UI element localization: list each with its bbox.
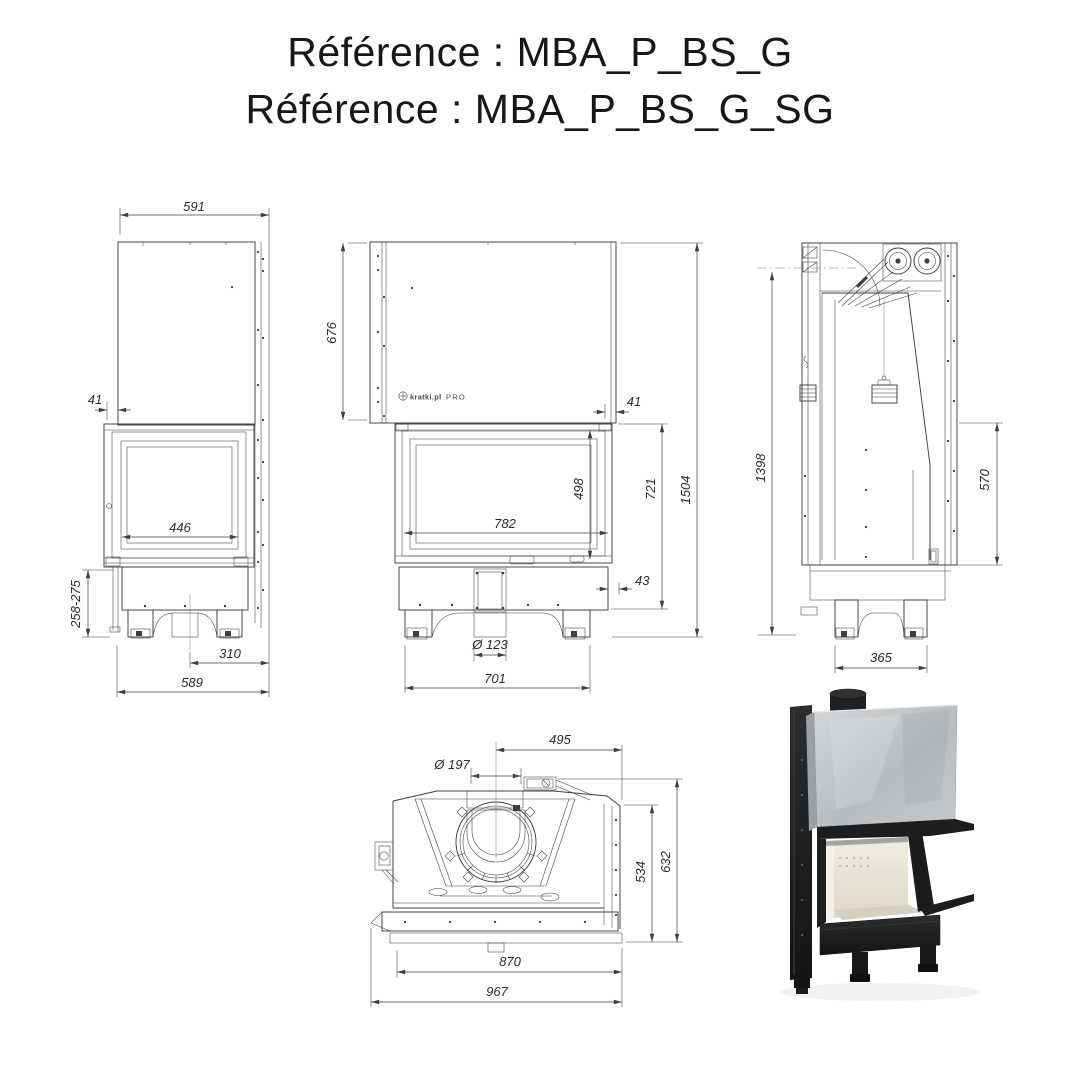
dim-body-depth: 534 [633,861,648,883]
rear-frame-column [790,705,812,994]
foot-front-left [850,974,870,982]
interior-back-wall [834,837,908,918]
dimensions-top-view: 495 Ø 197 534 632 870 967 [370,732,683,1007]
base-plinth [109,566,249,650]
dim-front-offset: 41 [88,392,102,407]
dimensions-front-view: 676 41 782 498 721 1504 43 Ø 123 701 [324,242,703,693]
dimensions-left-view: 591 41 446 258-275 310 589 [68,199,270,697]
foot-front-right [918,964,938,972]
dim-base-width: 589 [181,675,203,690]
drawing-top-view: 495 Ø 197 534 632 870 967 [370,732,683,1007]
door-latch-left [374,841,399,885]
firebox-section [799,290,941,565]
dim-glass-height: 498 [571,477,586,499]
fan-dampers [882,243,942,282]
dim-feet-span: 701 [484,671,506,686]
dim-total-depth: 632 [658,850,673,872]
brand-series: PRO [446,393,466,402]
dim-firebox-height: 721 [643,478,658,500]
dim-flue-diameter: Ø 197 [433,757,470,772]
reference-line-1: Référence : MBA_P_BS_G [287,29,793,75]
base-plinth [398,566,609,640]
door-latch-top-right [523,776,593,801]
dim-glass-width: 446 [169,520,191,535]
product-photo [780,688,980,1001]
collar-bolt-tabs [444,806,548,883]
dim-plinth-height: 258-275 [68,579,83,628]
side-glass-bottom-frame [920,894,974,916]
door-edge [826,837,908,846]
brand-name: kratki.pl [410,393,441,402]
damper-mechanism [757,249,918,309]
drawing-right-side-section: 1398 570 365 [753,242,1003,673]
dim-body-width: 870 [499,954,521,969]
dim-side-glass-height: 570 [977,468,992,490]
body-outline-top [370,790,623,953]
dim-glass-width: 782 [494,516,516,531]
interior-floor [834,905,925,920]
dim-total-width: 967 [486,984,508,999]
body-outline [801,242,958,566]
dim-top-width: 591 [183,199,205,214]
left-jamb [817,839,826,928]
hood-panel-3d [806,704,958,831]
dim-foot-to-edge: 310 [219,646,241,661]
drawing-left-side-view: 591 41 446 258-275 310 589 [68,199,270,697]
air-holes [839,857,869,867]
hood-panel: kratki.pl PRO [369,241,617,424]
rivet-dots [803,254,956,533]
corner-post [908,832,934,912]
dim-flue-axis-height: 1398 [753,453,768,483]
dimensions-right-view: 1398 570 365 [753,272,1003,673]
firebox-3d [817,819,974,928]
front-glass-door [394,423,613,565]
dim-flue-center-offset: 495 [549,732,571,747]
top-frame-ledge [817,819,974,839]
firebox-interior-top [414,798,576,902]
flue-collar [444,742,548,883]
dim-hood-height: 676 [324,321,339,343]
side-glass-door [103,423,255,568]
reference-line-2: Référence : MBA_P_BS_G_SG [245,86,835,132]
reference-titles: Référence : MBA_P_BS_G Référence : MBA_P… [0,24,1080,138]
dim-right-offset: 41 [627,394,641,409]
rivet-dots [230,250,265,610]
leg-front-right [920,944,936,966]
dim-feet-depth: 365 [870,650,892,665]
floor-shadow [780,983,980,1001]
kratki-pro-logo: kratki.pl PRO [398,391,466,402]
side-panel [117,241,265,628]
drawing-front-view: kratki.pl PRO 676 [324,241,703,693]
dim-ash-width: Ø 123 [471,637,508,652]
base-3d [819,914,941,982]
dim-base-inset: 43 [635,573,650,588]
dim-total-height: 1504 [678,476,693,505]
collar-spokes [456,852,536,883]
rivet-dots [376,254,414,418]
base-plinth [800,564,957,640]
leg-front-left [852,952,868,976]
